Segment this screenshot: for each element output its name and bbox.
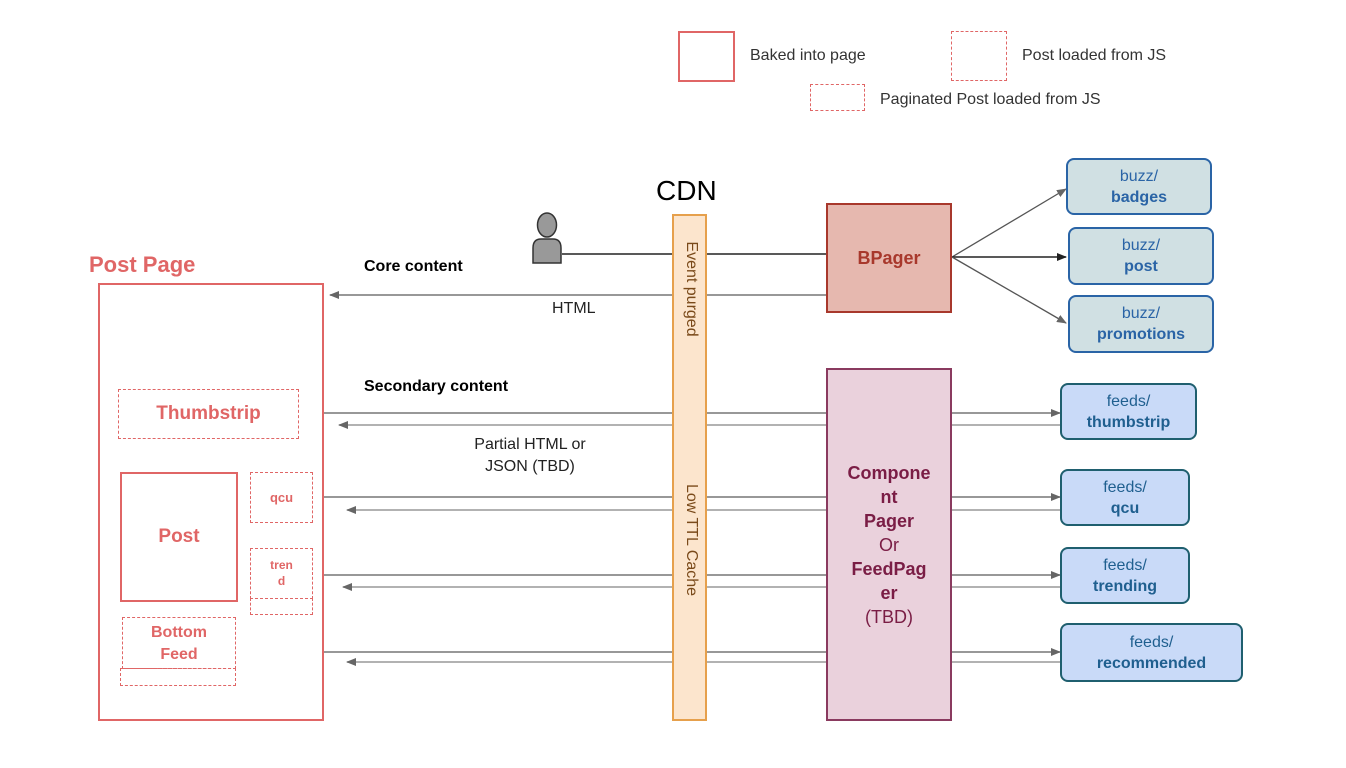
endpoint-buzz-promotions: buzz/ promotions xyxy=(1068,295,1214,353)
bottom-feed-page-box xyxy=(120,668,236,686)
trend-label-line2: d xyxy=(277,574,286,588)
cdn-bar xyxy=(672,214,707,721)
endpoint-prefix: feeds/ xyxy=(1103,478,1147,496)
endpoint-buzz-badges: buzz/ badges xyxy=(1066,158,1212,215)
qcu-label: qcu xyxy=(269,490,294,505)
endpoint-buzz-post: buzz/ post xyxy=(1068,227,1214,285)
legend-post-js-swatch xyxy=(951,31,1007,81)
component-pager-line3: Pager xyxy=(863,510,915,531)
low-ttl-cache-label: Low TTL Cache xyxy=(683,483,700,597)
partial-html-line2: JSON (TBD) xyxy=(485,458,575,475)
trend-label: tren d xyxy=(250,556,313,590)
component-pager-line1: Compone xyxy=(847,462,931,483)
qcu-box: qcu xyxy=(250,472,313,523)
event-purged-label: Event purged xyxy=(683,241,700,337)
post-page-frame xyxy=(98,283,324,721)
endpoint-prefix: buzz/ xyxy=(1121,237,1161,254)
component-pager-line2: nt xyxy=(880,486,898,507)
bottom-feed-label: Bottom Feed xyxy=(122,620,236,668)
legend-baked-swatch xyxy=(678,31,735,82)
legend-baked-label: Baked into page xyxy=(750,47,866,64)
endpoint-name: promotions xyxy=(1097,326,1185,343)
bpager-to-badges xyxy=(951,188,1067,258)
post-label: Post xyxy=(158,526,200,547)
html-label: HTML xyxy=(552,300,596,317)
endpoint-prefix: buzz/ xyxy=(1119,167,1159,185)
bpager-box: BPager xyxy=(826,203,952,313)
bpager-to-promotions xyxy=(951,256,1067,324)
cdn-title: CDN xyxy=(656,175,717,206)
post-box: Post xyxy=(120,472,238,602)
endpoint-prefix: feeds/ xyxy=(1103,556,1147,574)
component-pager-line4: Or xyxy=(879,534,899,555)
trend-label-line1: tren xyxy=(270,558,293,572)
thumbstrip-box: Thumbstrip xyxy=(118,389,299,439)
endpoint-prefix: feeds/ xyxy=(1106,392,1151,410)
bottom-feed-label-line1: Bottom xyxy=(151,624,207,641)
secondary-content-label: Secondary content xyxy=(364,378,509,395)
partial-html-line1: Partial HTML or xyxy=(474,436,586,453)
endpoint-name: thumbstrip xyxy=(1086,413,1171,431)
endpoint-feeds-thumbstrip: feeds/ thumbstrip xyxy=(1060,383,1197,440)
endpoint-prefix: feeds/ xyxy=(1129,633,1174,651)
user-icon xyxy=(532,212,562,264)
bpager-label: BPager xyxy=(857,247,921,268)
legend-paginated-swatch xyxy=(810,84,865,111)
legend-post-js-label: Post loaded from JS xyxy=(1022,47,1167,64)
component-pager-line5: FeedPag xyxy=(851,558,927,579)
endpoint-name: qcu xyxy=(1110,499,1140,517)
component-pager-box: Compone nt Pager Or FeedPag er (TBD) xyxy=(826,368,952,721)
endpoint-feeds-trending: feeds/ trending xyxy=(1060,547,1190,604)
trend-page-box xyxy=(250,598,313,615)
endpoint-feeds-recommended: feeds/ recommended xyxy=(1060,623,1243,682)
partial-html-label: Partial HTML or JSON (TBD) xyxy=(450,434,610,478)
bottom-feed-label-line2: Feed xyxy=(160,646,198,663)
endpoint-name: post xyxy=(1124,258,1158,275)
endpoint-prefix: buzz/ xyxy=(1121,305,1161,322)
legend-paginated-label: Paginated Post loaded from JS xyxy=(880,91,1101,108)
component-pager-line6: er xyxy=(880,582,898,603)
endpoint-feeds-qcu: feeds/ qcu xyxy=(1060,469,1190,526)
endpoint-name: trending xyxy=(1093,577,1157,595)
endpoint-name: badges xyxy=(1110,188,1167,206)
endpoint-name: recommended xyxy=(1096,654,1207,672)
thumbstrip-label: Thumbstrip xyxy=(156,403,261,424)
post-page-title: Post Page xyxy=(89,252,196,277)
component-pager-line7: (TBD) xyxy=(865,606,913,627)
core-content-label: Core content xyxy=(364,258,463,275)
